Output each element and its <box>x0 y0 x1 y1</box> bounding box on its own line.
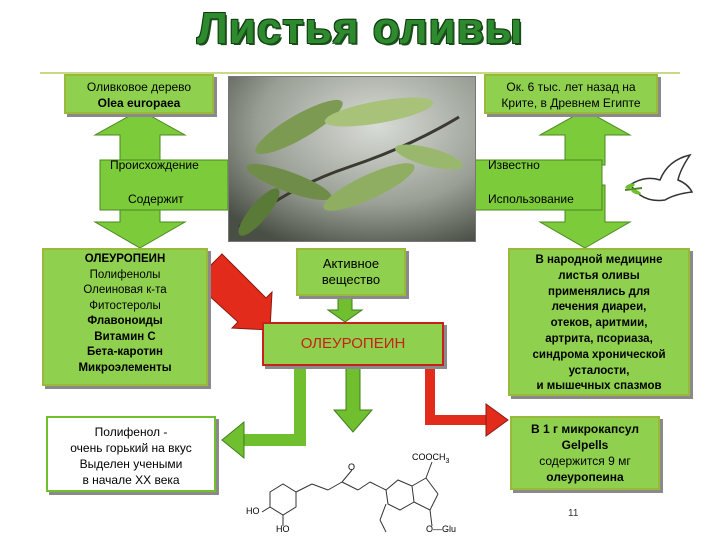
contains-item: Флавоноиды <box>87 315 163 327</box>
usage-line: усталости, <box>568 364 630 377</box>
arrow-green-left-line <box>240 366 306 446</box>
usage-line: артрита, псориаза, <box>545 332 653 345</box>
ho-label-1: HO <box>246 506 260 516</box>
polyphenol-line: в начале XX века <box>82 473 180 487</box>
arrow-band-right <box>473 159 603 211</box>
oleuropein-center-box: ОЛЕУРОПЕИН <box>262 322 444 366</box>
usage-line: В народной медицине <box>535 254 663 266</box>
capsule-line: олеуропеина <box>546 470 624 484</box>
title-underline <box>40 72 680 74</box>
known-label: Известно <box>488 158 540 172</box>
o-glu-label: O—Glu <box>426 524 457 534</box>
known-box: Ок. 6 тыс. лет назад на Крите, в Древнем… <box>484 74 658 114</box>
page-number: 11 <box>568 508 579 519</box>
usage-line: лечения диареи, <box>551 301 647 314</box>
contains-item: Бета-каротин <box>87 346 163 358</box>
usage-line: листья оливы <box>558 269 640 282</box>
page-title: Листья оливы <box>196 4 524 53</box>
usage-label: Использование <box>488 192 574 206</box>
capsule-box: В 1 г микрокапсул Gelpells содержится 9 … <box>510 416 660 490</box>
capsule-line: В 1 г микрокапсул <box>531 422 639 436</box>
contains-item: ОЛЕУРОПЕИН <box>84 253 166 265</box>
usage-box: В народной медицине листья оливы применя… <box>508 248 690 396</box>
cooch3-label: COOCH3 <box>412 452 449 465</box>
contains-item: Фитостеролы <box>89 299 161 312</box>
arrow-up-origin <box>93 109 187 166</box>
arrow-up-known <box>538 109 632 166</box>
polyphenol-line: Полифенол - <box>94 425 168 439</box>
arrow-green-left-head <box>221 420 245 460</box>
contains-item: Олеиновая к-та <box>83 284 167 296</box>
origin-line1: Оливковое дерево <box>86 80 192 94</box>
capsule-line: Gelpells <box>561 438 609 452</box>
active-substance-box: Активное вещество <box>296 248 406 296</box>
cooch3-subscript: 3 <box>445 457 450 465</box>
cooch3-text: COOCH <box>412 452 446 462</box>
ho-label-2: HO <box>276 524 290 534</box>
arrow-red-right-head <box>485 403 509 437</box>
arrow-red-right-line <box>425 366 490 425</box>
polyphenol-line: очень горький на вкус <box>70 441 192 455</box>
origin-label: Происхождение <box>110 158 199 172</box>
contains-item: Полифенолы <box>89 268 161 281</box>
contains-box: ОЛЕУРОПЕИН Полифенолы Олеиновая к-та Фит… <box>42 248 208 386</box>
oleuropein-structure <box>261 461 439 533</box>
polyphenol-line: Выделен учеными <box>79 457 183 471</box>
carbonyl-o-label: O <box>348 462 356 472</box>
arrow-band-left <box>99 159 229 211</box>
contains-label: Содержит <box>128 192 184 206</box>
polyphenol-box: Полифенол - очень горький на вкус Выделе… <box>46 416 216 492</box>
olive-leaves-photo <box>228 76 476 242</box>
contains-item: Витамин С <box>94 330 156 343</box>
usage-line: синдрома хронической <box>532 348 666 361</box>
origin-box: Оливковое дерево Olea europaea <box>64 74 214 114</box>
olive-leaf-image <box>229 77 475 241</box>
usage-line: отеков, аритмии, <box>550 317 648 330</box>
known-line2: Крите, в Древнем Египте <box>501 96 641 110</box>
dove-icon <box>624 153 694 202</box>
arrow-down-active <box>326 297 364 323</box>
usage-line: применялись для <box>548 285 650 298</box>
contains-item: Микроэлементы <box>78 361 172 374</box>
active-line2: вещество <box>321 272 381 287</box>
capsule-line: содержится 9 мг <box>539 454 631 468</box>
arrow-green-down-center <box>332 365 374 433</box>
usage-line: и мышечных спазмов <box>536 380 662 393</box>
oleuropein-name: ОЛЕУРОПЕИН <box>300 335 406 352</box>
active-line1: Активное <box>322 256 380 271</box>
known-line1: Ок. 6 тыс. лет назад на <box>506 80 636 94</box>
origin-latin-name: Olea europaea <box>97 96 181 110</box>
